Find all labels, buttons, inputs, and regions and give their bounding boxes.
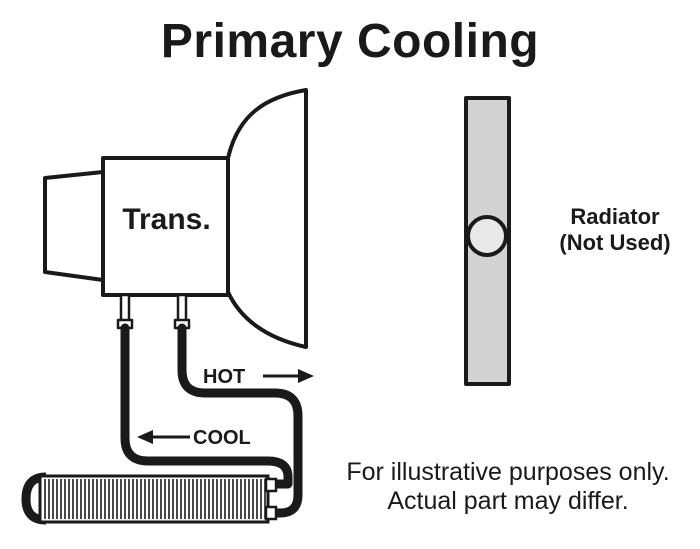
cooler-core	[38, 474, 270, 524]
tail-housing	[43, 170, 105, 282]
cooler-fitting-top	[264, 477, 278, 493]
cool-label: COOL	[193, 427, 251, 449]
radiator-port	[466, 215, 508, 257]
radiator-label: Radiator (Not Used)	[530, 204, 700, 256]
hot-line	[177, 323, 303, 518]
cooler-return-loop	[21, 472, 47, 525]
page-title: Primary Cooling	[160, 15, 540, 68]
radiator-label-line2: (Not Used)	[559, 230, 671, 255]
transmission-body	[101, 156, 230, 297]
hot-arrow-head	[298, 369, 314, 383]
cooler-fitting-bottom	[264, 505, 278, 521]
disclaimer-line2: Actual part may differ.	[387, 487, 629, 515]
disclaimer-line1: For illustrative purposes only.	[346, 458, 670, 486]
transmission-label: Trans.	[122, 203, 211, 236]
hot-label: HOT	[203, 366, 246, 388]
cool-line	[120, 323, 293, 489]
disclaimer-note: For illustrative purposes only. Actual p…	[320, 458, 696, 516]
external-cooler	[21, 472, 278, 525]
radiator-label-line1: Radiator	[570, 204, 660, 229]
cool-arrow-head	[137, 430, 153, 444]
bell-housing	[226, 88, 308, 349]
